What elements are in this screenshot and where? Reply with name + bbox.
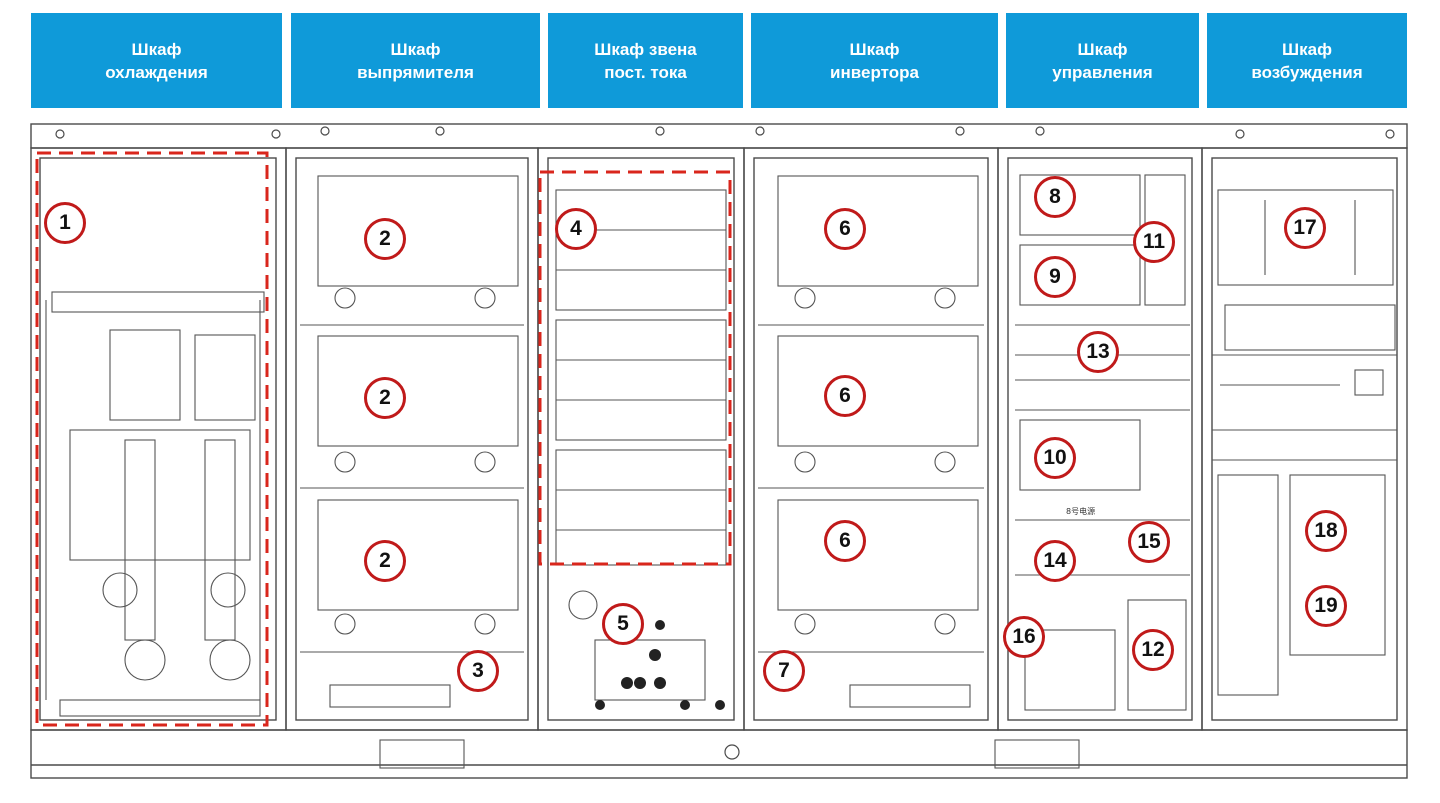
marker-13: 13: [1077, 331, 1119, 373]
header-control-cabinet: Шкаф управления: [1006, 13, 1199, 108]
marker-2-top: 2: [364, 218, 406, 260]
marker-6-bottom: 6: [824, 520, 866, 562]
marker-9: 9: [1034, 256, 1076, 298]
header-inverter-cabinet: Шкаф инвертора: [751, 13, 998, 108]
header-cooling-cabinet: Шкаф охлаждения: [31, 13, 282, 108]
control-cabinet-panel-label: 8号电源: [1066, 507, 1096, 516]
marker-15: 15: [1128, 521, 1170, 563]
marker-11: 11: [1133, 221, 1175, 263]
marker-6-middle: 6: [824, 375, 866, 417]
marker-17: 17: [1284, 207, 1326, 249]
header-rectifier-cabinet: Шкаф выпрямителя: [291, 13, 540, 108]
marker-10: 10: [1034, 437, 1076, 479]
marker-1: 1: [44, 202, 86, 244]
marker-2-bottom: 2: [364, 540, 406, 582]
marker-19: 19: [1305, 585, 1347, 627]
marker-16: 16: [1003, 616, 1045, 658]
marker-18: 18: [1305, 510, 1347, 552]
marker-5: 5: [602, 603, 644, 645]
marker-8: 8: [1034, 176, 1076, 218]
header-excitation-cabinet: Шкаф возбуждения: [1207, 13, 1407, 108]
marker-12: 12: [1132, 629, 1174, 671]
marker-2-middle: 2: [364, 377, 406, 419]
marker-3: 3: [457, 650, 499, 692]
marker-4: 4: [555, 208, 597, 250]
marker-6-top: 6: [824, 208, 866, 250]
marker-7: 7: [763, 650, 805, 692]
marker-14: 14: [1034, 540, 1076, 582]
header-dc-link-cabinet: Шкаф звена пост. тока: [548, 13, 743, 108]
